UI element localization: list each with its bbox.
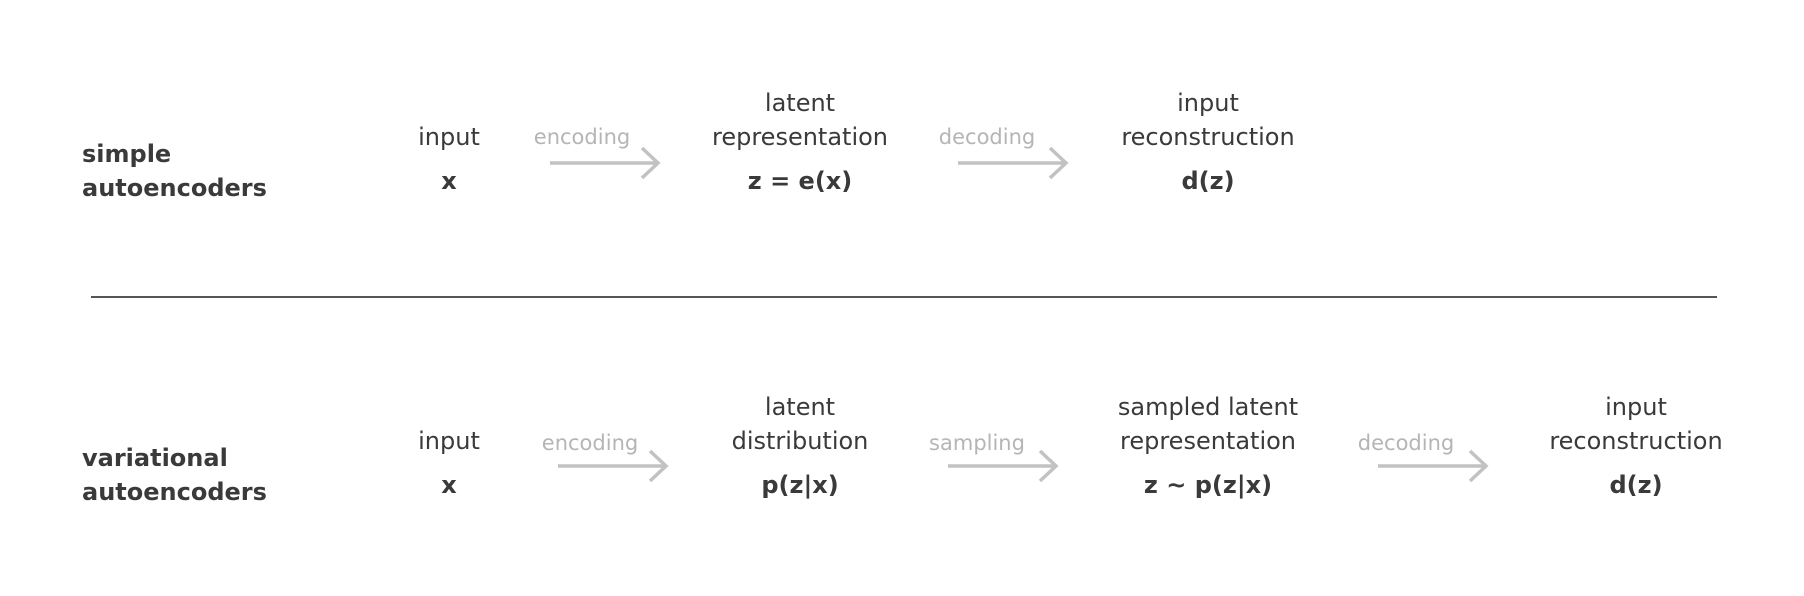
node-label: reconstruction [1121,123,1295,151]
node-latent-distribution: latent distribution p(z|x) [732,390,869,502]
node-label: sampled latent [1117,393,1299,421]
node-formula: x [441,471,457,499]
node-input: input x [418,120,480,198]
row-title-simple-autoencoders: simple autoencoders [82,137,267,205]
node-input-reconstruction: input reconstruction d(z) [1121,86,1294,198]
node-input: input x [418,424,480,502]
node-formula: z = e(x) [747,167,853,195]
node-label: distribution [731,427,869,455]
node-input-reconstruction: input reconstruction d(z) [1549,390,1722,502]
node-formula: d(z) [1609,471,1663,499]
node-formula: d(z) [1181,167,1235,195]
node-formula: x [441,167,457,195]
arrow-right-icon [1378,449,1489,483]
step-label-decoding: decoding [1357,431,1455,455]
step-label-sampling: sampling [929,431,1025,455]
node-label: input [1605,393,1667,421]
section-divider [91,296,1717,298]
arrow-right-icon [550,146,661,180]
node-label: representation [1119,427,1297,455]
step-label-encoding: encoding [533,125,631,149]
node-label: input [1177,89,1239,117]
row-title-line: autoencoders [82,174,267,202]
row-title-line: simple [82,140,172,168]
step-label-decoding: decoding [938,125,1036,149]
node-label: input [418,427,480,455]
step-label-encoding: encoding [541,431,639,455]
row-title-line: variational [82,444,228,472]
node-label: latent [764,89,836,117]
node-latent-representation: latent representation z = e(x) [712,86,888,198]
node-label: input [418,123,480,151]
node-label: latent [764,393,836,421]
node-label: representation [711,123,889,151]
row-title-variational-autoencoders: variational autoencoders [82,441,267,509]
arrow-right-icon [558,449,669,483]
arrow-right-icon [948,449,1059,483]
node-formula: p(z|x) [761,471,839,499]
arrow-right-icon [958,146,1069,180]
node-formula: z ~ p(z|x) [1143,471,1273,499]
node-label: reconstruction [1549,427,1723,455]
row-title-line: autoencoders [82,478,267,506]
node-sampled-latent-representation: sampled latent representation z ~ p(z|x) [1118,390,1298,502]
